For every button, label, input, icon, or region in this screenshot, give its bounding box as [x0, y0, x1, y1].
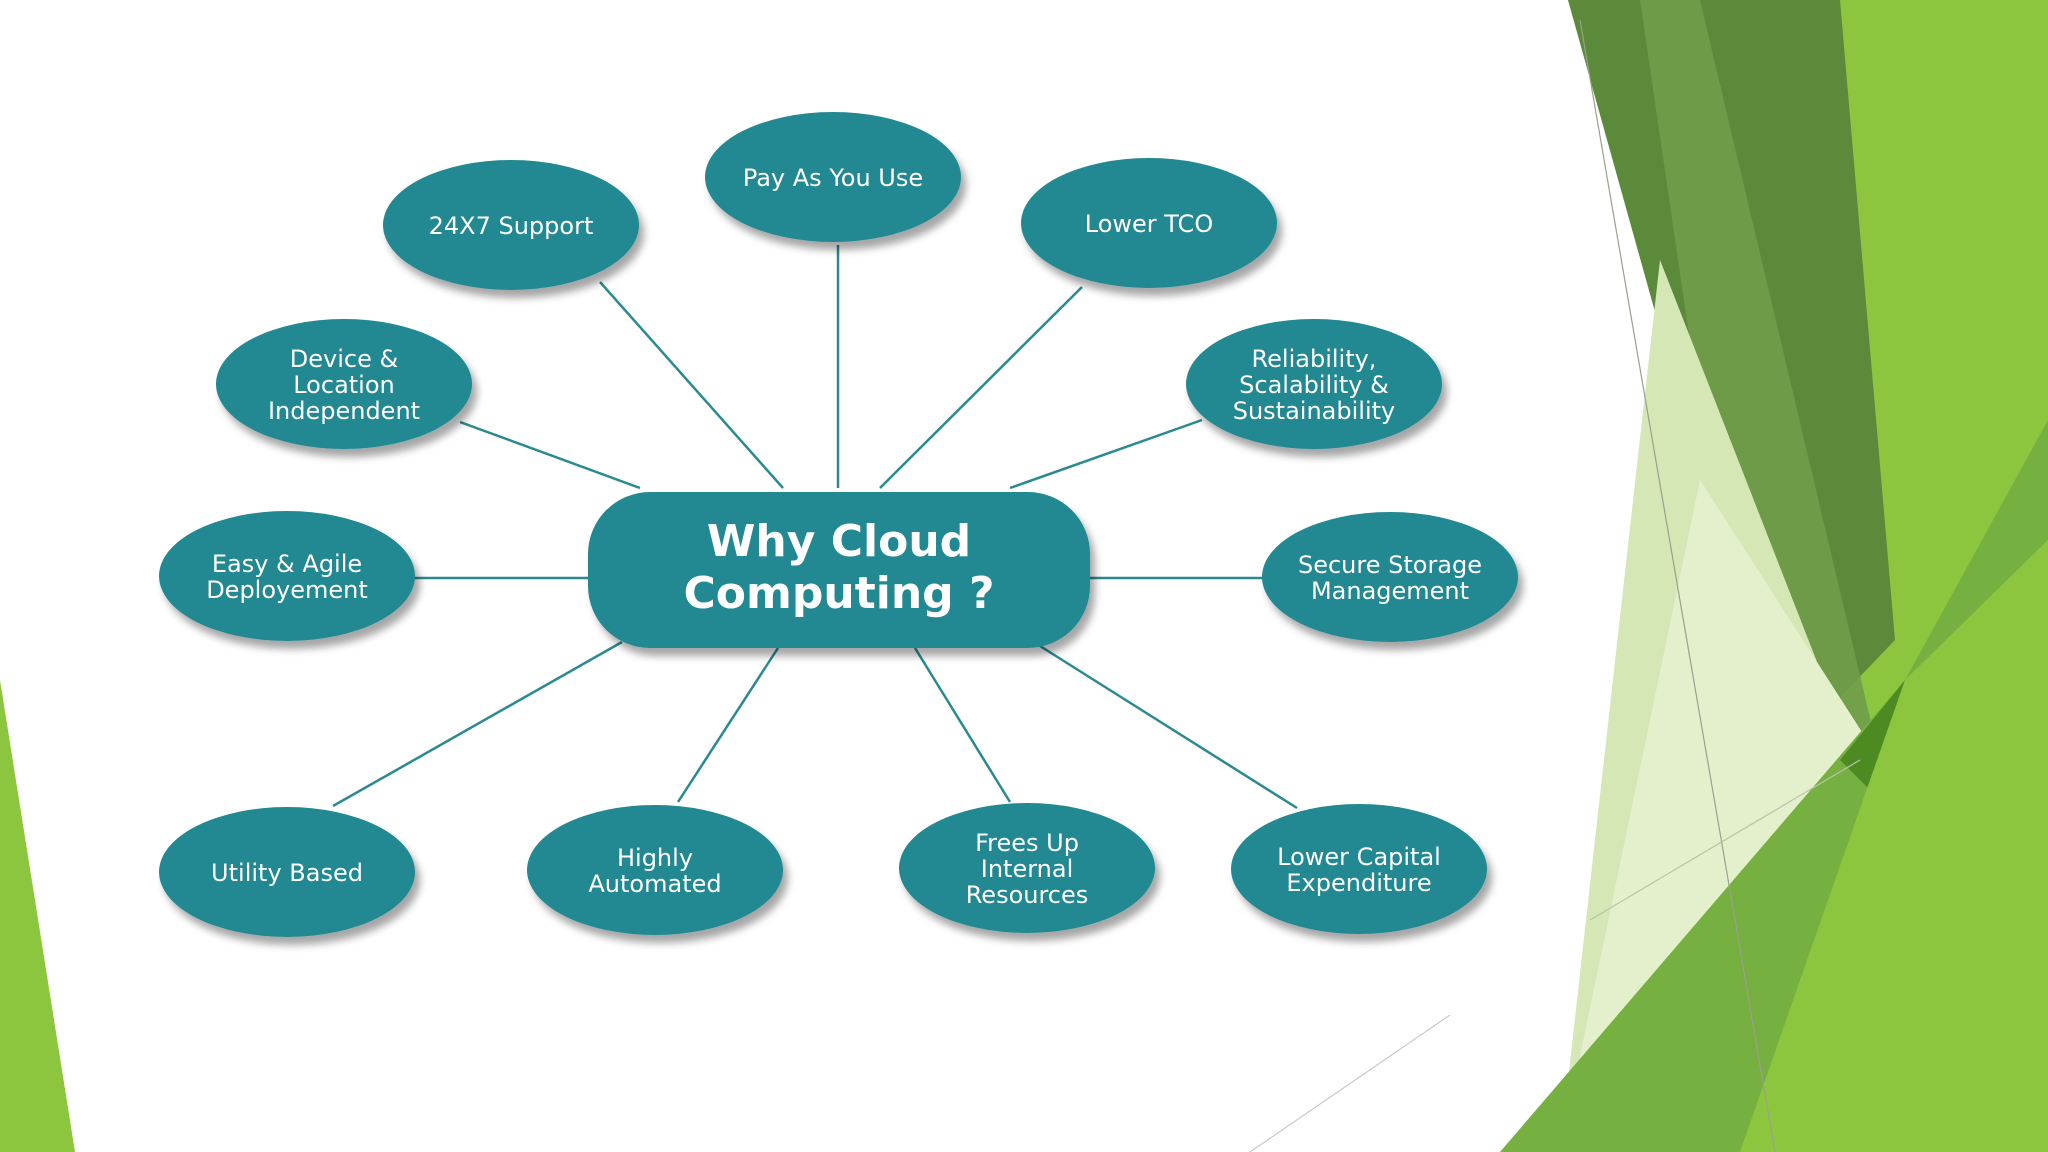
node-label: Highly: [617, 844, 693, 872]
connector-utility-based: [332, 640, 623, 808]
node-label: Location: [293, 371, 395, 399]
diagram-nodes: Pay As You Use 24X7 Support Lower TCO Devic…: [159, 112, 1518, 937]
node-label: Lower Capital: [1277, 843, 1441, 871]
node-label: Secure Storage: [1298, 551, 1482, 579]
center-box: [588, 492, 1090, 648]
connector-lines: [332, 245, 1298, 810]
node-label: Automated: [588, 870, 721, 898]
node-ellipse: [383, 160, 639, 290]
green-shape: [1740, 540, 2048, 1152]
thin-line: [1579, 19, 1776, 1152]
connector-24x7-support: [599, 281, 784, 489]
center-title: Computing ?: [684, 568, 995, 619]
thin-line: [1589, 759, 1861, 921]
node-ellipse: [527, 805, 783, 935]
connector-device-location: [459, 420, 641, 490]
node-ellipse: [1186, 319, 1442, 449]
node-label: 24X7 Support: [429, 212, 594, 240]
green-shape: [0, 680, 75, 1152]
node-24x7-support: 24X7 Support: [383, 160, 639, 290]
node-reliability: Reliability,Scalability &Sustainability: [1186, 319, 1442, 449]
node-pay-as-you-use: Pay As You Use: [705, 112, 961, 242]
node-label: Management: [1311, 577, 1469, 605]
node-ellipse: [705, 112, 961, 242]
node-label: Utility Based: [211, 859, 363, 887]
node-lower-tco: Lower TCO: [1021, 158, 1277, 288]
node-ellipse: [216, 319, 472, 449]
node-label: Independent: [268, 397, 420, 425]
node-label: Pay As You Use: [743, 164, 923, 192]
node-ellipse: [159, 511, 415, 641]
node-ellipse: [1021, 158, 1277, 288]
node-label: Scalability &: [1239, 371, 1389, 399]
green-shape: [1640, 0, 1880, 820]
node-label: Resources: [966, 881, 1089, 909]
green-shape: [1560, 480, 1880, 1152]
connector-lower-tco: [879, 286, 1083, 489]
node-label: Internal: [981, 855, 1074, 883]
connector-reliability: [1009, 418, 1203, 490]
center-title: Why Cloud: [707, 516, 971, 567]
node-ellipse: [159, 807, 415, 937]
connector-highly-automated: [676, 647, 780, 803]
node-label: Expenditure: [1286, 869, 1431, 897]
node-label: Deployement: [206, 576, 368, 604]
connector-frees-up: [913, 647, 1012, 803]
node-ellipse: [1262, 512, 1518, 642]
connector-lower-capex: [1039, 644, 1298, 810]
node-ellipse: [1231, 804, 1487, 934]
thin-line: [1249, 1014, 1451, 1152]
node-label: Lower TCO: [1085, 210, 1213, 238]
node-label: Easy & Agile: [212, 550, 362, 578]
node-label: Frees Up: [975, 829, 1079, 857]
node-ellipse: [899, 803, 1155, 933]
node-utility-based: Utility Based: [159, 807, 415, 937]
node-label: Device &: [290, 345, 398, 373]
node-label: Reliability,: [1252, 345, 1377, 373]
node-label: Sustainability: [1233, 397, 1396, 425]
